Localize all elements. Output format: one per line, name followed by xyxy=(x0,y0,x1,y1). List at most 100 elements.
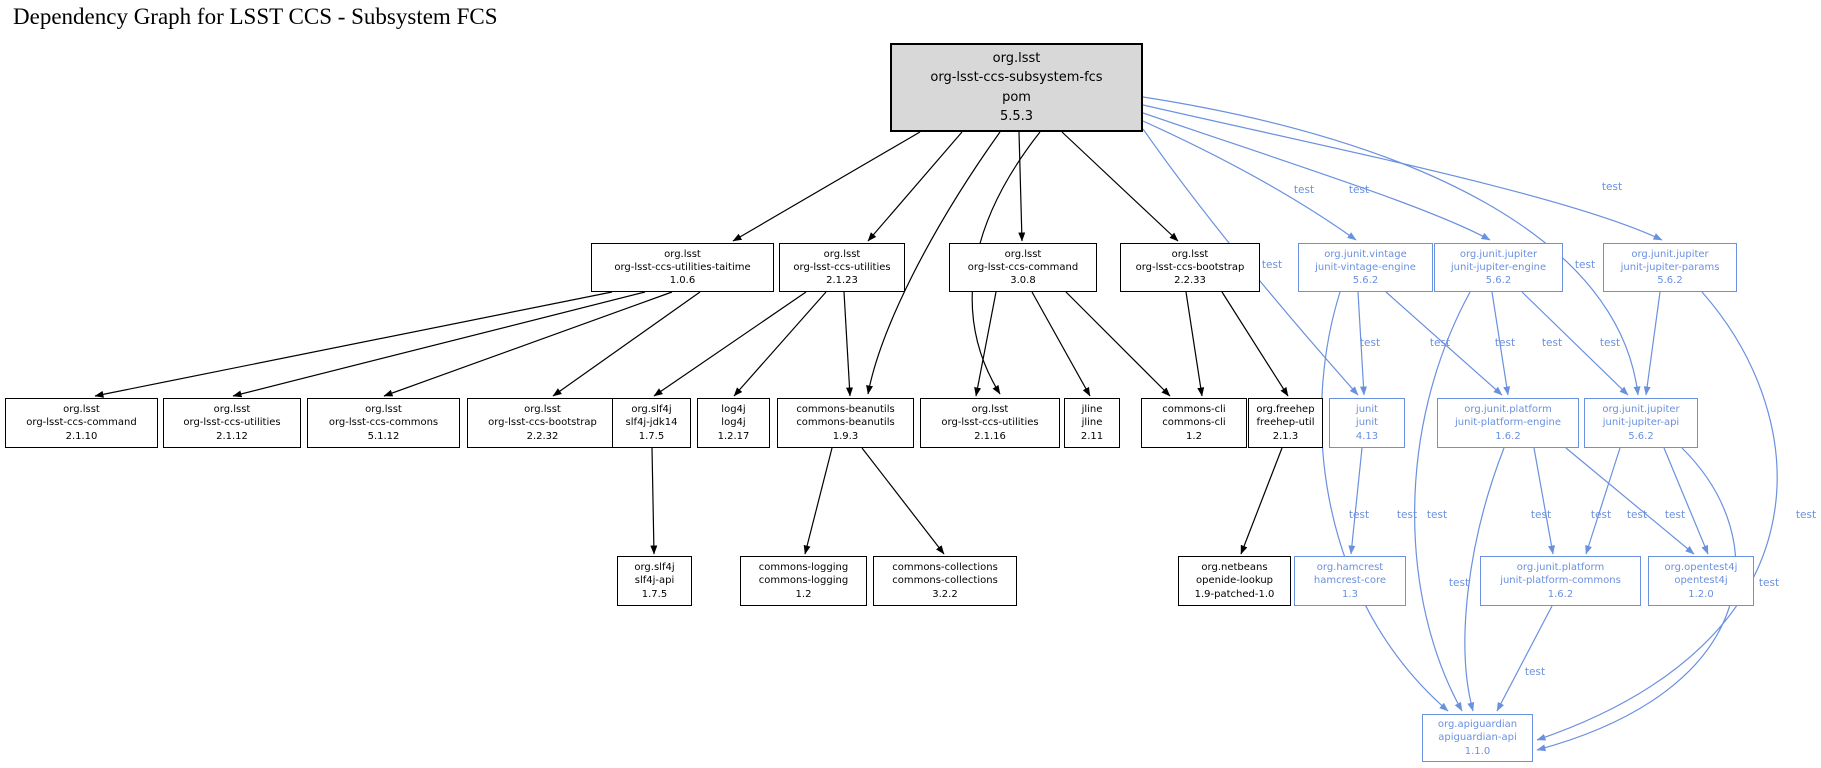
node-group: org.opentest4j xyxy=(1664,562,1738,574)
edge-root-bootstrap-2-2-33 xyxy=(1061,131,1179,242)
node-artifact: org-lsst-ccs-commons xyxy=(328,417,439,429)
node-version: 5.5.3 xyxy=(999,109,1034,124)
node-artifact: junit-jupiter-params xyxy=(1620,261,1720,273)
node-version: 2.1.10 xyxy=(65,430,98,442)
node-openide-lookup: org.netbeans openide-lookup 1.9-patched-… xyxy=(1178,556,1291,606)
node-org-lsst-ccs-utilities-taitime: org.lsst org-lsst-ccs-utilities-taitime … xyxy=(591,243,774,292)
edge-slf4j-jdk14-slf4j-api xyxy=(650,447,658,555)
node-version: 1.9-patched-1.0 xyxy=(1194,588,1275,600)
edge-junit-hamcrest xyxy=(1348,447,1363,555)
node-junit-platform-commons: org.junit.platform junit-platform-common… xyxy=(1480,556,1641,606)
node-artifact: org-lsst-ccs-utilities-taitime xyxy=(614,261,751,273)
edge-vintage-junit xyxy=(1357,291,1367,396)
node-version: 1.3 xyxy=(1342,588,1358,600)
node-version: 1.2.17 xyxy=(717,430,750,442)
node-artifact: commons-collections xyxy=(892,575,998,587)
node-artifact: junit-platform-engine xyxy=(1455,417,1561,429)
node-artifact: commons-logging xyxy=(758,575,849,587)
node-group: org.lsst xyxy=(1171,248,1209,260)
node-junit-platform-engine: org.junit.platform junit-platform-engine… xyxy=(1437,398,1579,448)
node-opentest4j: org.opentest4j opentest4j 1.2.0 xyxy=(1648,556,1754,606)
node-group: org.lsst xyxy=(365,404,402,416)
edge-pcommons-apiguardian xyxy=(1496,605,1553,712)
edge-scope-label: test xyxy=(1626,509,1648,521)
node-artifact: log4j xyxy=(721,417,746,429)
edge-scope-label: test xyxy=(1601,181,1623,193)
edge-scope-label: test xyxy=(1261,259,1283,271)
edge-scope-label: test xyxy=(1426,509,1448,521)
node-artifact: junit-vintage-engine xyxy=(1315,261,1416,273)
node-group: org.netbeans xyxy=(1201,562,1268,574)
node-artifact: org-lsst-ccs-subsystem-fcs xyxy=(930,70,1103,85)
node-artifact: org-lsst-ccs-bootstrap xyxy=(488,417,597,429)
edge-japi-platform-commons xyxy=(1585,447,1621,555)
node-artifact: junit-jupiter-engine xyxy=(1450,261,1547,273)
edge-root-command-3-0-8 xyxy=(1018,131,1026,242)
edge-command-commons-cli xyxy=(1065,291,1171,397)
edge-scope-label: test xyxy=(1396,509,1418,521)
node-junit-vintage-engine: org.junit.vintage junit-vintage-engine 5… xyxy=(1298,243,1433,292)
node-group: log4j xyxy=(721,404,746,416)
node-version: 4.13 xyxy=(1355,430,1379,442)
node-group: commons-logging xyxy=(758,562,849,574)
node-group: org.junit.jupiter xyxy=(1631,248,1709,260)
node-artifact: junit-platform-commons xyxy=(1500,575,1621,587)
node-version: 5.6.2 xyxy=(1657,275,1683,287)
node-group: jline xyxy=(1081,404,1103,416)
node-version: 1.9.3 xyxy=(832,430,859,442)
node-org-lsst-ccs-bootstrap-2-2-33: org.lsst org-lsst-ccs-bootstrap 2.2.33 xyxy=(1120,243,1260,292)
node-freehep-util: org.freehep freehep-util 2.1.3 xyxy=(1248,398,1323,448)
graph-title: Dependency Graph for LSST CCS - Subsyste… xyxy=(13,4,498,29)
edge-scope-label: test xyxy=(1494,337,1516,349)
edge-params-jupiter-api xyxy=(1643,291,1661,396)
node-version: 2.1.23 xyxy=(826,275,858,287)
node-commons-cli: commons-cli commons-cli 1.2 xyxy=(1141,398,1247,448)
edge-scope-label: test xyxy=(1574,259,1596,271)
node-group: org.hamcrest xyxy=(1316,562,1384,574)
node-group: org.freehep xyxy=(1256,404,1315,416)
edge-root-jupiter-engine xyxy=(1142,112,1491,241)
node-log4j: log4j log4j 1.2.17 xyxy=(697,398,770,448)
edge-japi-apiguardian xyxy=(1536,447,1737,752)
node-version: 5.1.12 xyxy=(367,430,400,442)
node-group: org.junit.jupiter xyxy=(1459,248,1538,260)
node-version: 2.1.3 xyxy=(1272,430,1299,442)
edge-pengine-opentest4j xyxy=(1565,447,1695,555)
edge-japi-opentest4j xyxy=(1663,447,1709,555)
node-artifact: junit-jupiter-api xyxy=(1602,417,1680,429)
node-version: 1.0.6 xyxy=(669,275,696,287)
edge-taitime-utilities-2-1-12 xyxy=(232,291,646,398)
node-artifact: org-lsst-ccs-bootstrap xyxy=(1135,261,1245,273)
node-slf4j-api: org.slf4j slf4j-api 1.7.5 xyxy=(617,556,692,606)
node-hamcrest-core: org.hamcrest hamcrest-core 1.3 xyxy=(1294,556,1406,606)
node-junit: junit junit 4.13 xyxy=(1329,398,1405,448)
node-junit-jupiter-params: org.junit.jupiter junit-jupiter-params 5… xyxy=(1603,243,1737,292)
edge-scope-label: test xyxy=(1795,509,1817,521)
node-org-lsst-ccs-utilities-2-1-12: org.lsst org-lsst-ccs-utilities 2.1.12 xyxy=(163,398,301,448)
node-jline: jline jline 2.11 xyxy=(1064,398,1120,448)
edge-utilities-slf4j-jdk14 xyxy=(653,291,807,397)
edge-scope-label: test xyxy=(1524,666,1546,678)
edge-jengine-platform-engine xyxy=(1491,291,1511,396)
node-artifact: slf4j-api xyxy=(634,575,675,587)
node-artifact: freehep-util xyxy=(1256,417,1315,429)
node-version: 1.2 xyxy=(795,588,812,600)
edge-command-utilities-2-1-16 xyxy=(974,291,997,397)
node-group: org.lsst xyxy=(664,248,701,260)
node-version: 1.6.2 xyxy=(1547,588,1574,600)
node-group: org.junit.vintage xyxy=(1324,248,1407,260)
node-version: 1.7.5 xyxy=(641,588,668,600)
edge-scope-label: test xyxy=(1530,509,1552,521)
edge-root-commons-beanutils xyxy=(866,131,1001,395)
node-group: org.junit.jupiter xyxy=(1602,404,1680,416)
node-version: 3.2.2 xyxy=(932,588,958,600)
node-junit-jupiter-engine: org.junit.jupiter junit-jupiter-engine 5… xyxy=(1434,243,1563,292)
edge-scope-label: test xyxy=(1590,509,1612,521)
node-group: org.lsst xyxy=(63,404,100,416)
edge-scope-label: test xyxy=(1664,509,1686,521)
node-version: 1.1.0 xyxy=(1464,745,1491,757)
node-artifact: org-lsst-ccs-command xyxy=(967,261,1079,273)
edge-scope-label: test xyxy=(1429,337,1451,349)
edge-scope-label: test xyxy=(1348,184,1370,196)
